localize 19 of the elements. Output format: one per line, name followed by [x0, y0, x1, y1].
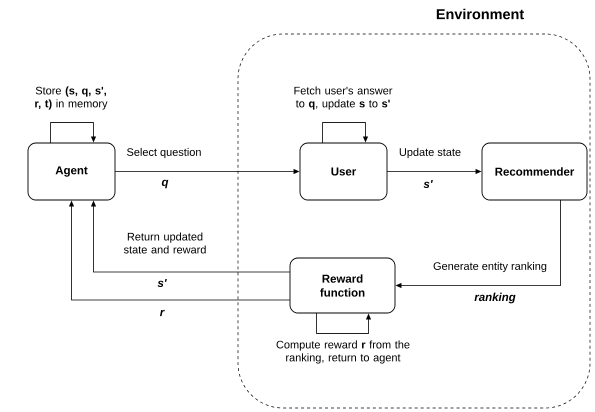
edge-label: Generate entity ranking	[434, 262, 546, 272]
arrow	[50, 122, 96, 143]
process-box: User	[300, 142, 388, 200]
edge-label: Update state	[400, 148, 461, 158]
node-label: Environment	[436, 8, 524, 20]
symbol-label: r	[160, 310, 165, 316]
symbol-label: ranking	[474, 292, 516, 304]
edge-label: Compute reward r from the ranking, return to agent	[276, 340, 410, 364]
edge-label: Select question	[127, 148, 201, 158]
symbol-label: s'	[424, 180, 433, 188]
process-box: Reward function	[290, 258, 396, 314]
edge-label: Return updated state and reward	[124, 232, 206, 254]
arrow	[322, 122, 368, 143]
edge-label: Store (s, q, s', r, t) in memory	[35, 86, 108, 110]
process-box: Agent	[28, 142, 116, 200]
symbol-label: q	[162, 180, 168, 188]
edge-label: Fetch user's answer to q, update s to s'	[294, 86, 392, 110]
symbol-label: s'	[158, 279, 167, 287]
process-box: Recommender	[482, 142, 588, 200]
